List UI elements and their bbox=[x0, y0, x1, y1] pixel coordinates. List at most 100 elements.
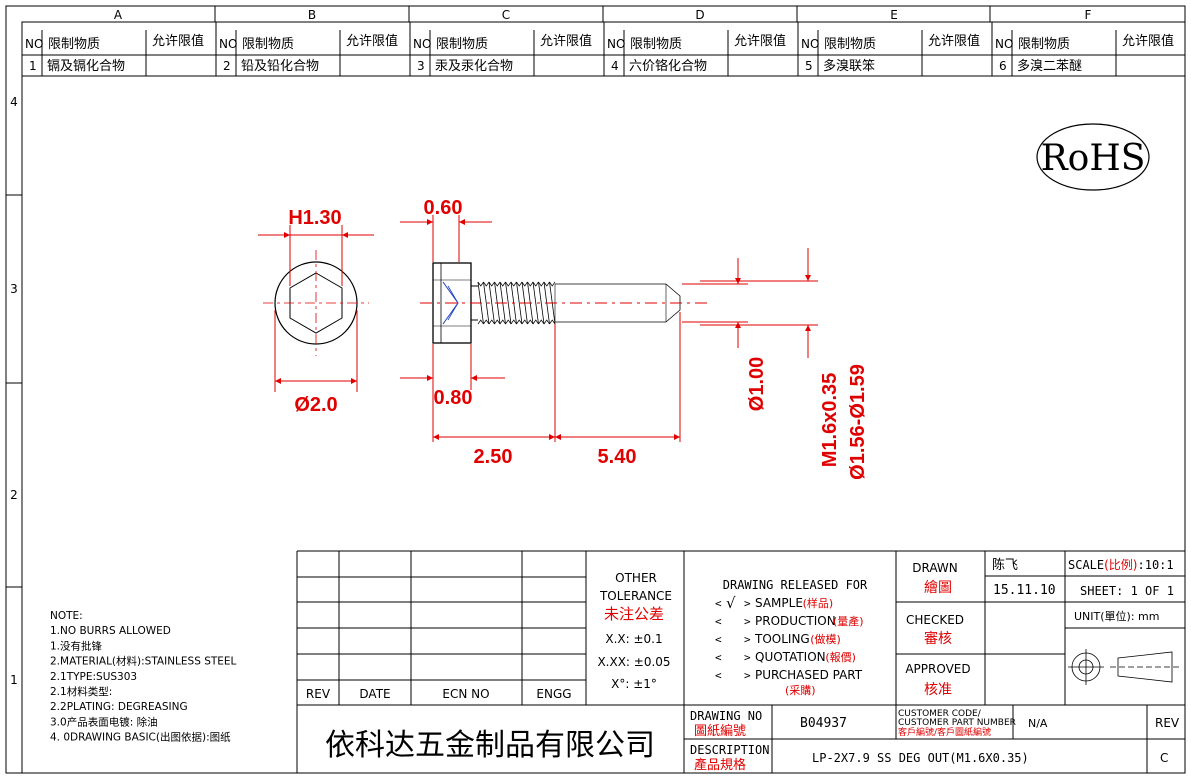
svg-text:3: 3 bbox=[10, 282, 18, 296]
dim-head-dia-label: Ø2.0 bbox=[294, 394, 337, 416]
note-line: NOTE: bbox=[50, 610, 83, 622]
dim-len2-label: 5.40 bbox=[598, 446, 637, 468]
svg-text:F: F bbox=[1085, 8, 1092, 22]
svg-text:圖紙編號: 圖紙編號 bbox=[694, 723, 746, 739]
svg-text:OTHER: OTHER bbox=[615, 571, 657, 585]
release-option: <>QUOTATION(報價) bbox=[715, 650, 856, 664]
svg-text:B04937: B04937 bbox=[800, 716, 847, 731]
svg-text:REV: REV bbox=[1155, 716, 1180, 730]
dim-head-dia bbox=[274, 310, 358, 392]
svg-text:15.11.10: 15.11.10 bbox=[993, 583, 1056, 598]
svg-text:核准: 核准 bbox=[924, 682, 952, 698]
substance-no: 4 bbox=[611, 59, 619, 73]
company-name: 依科达五金制品有限公司 bbox=[325, 728, 655, 763]
svg-text:<: < bbox=[715, 615, 722, 628]
svg-text:B: B bbox=[308, 8, 316, 22]
substance-name: 汞及汞化合物 bbox=[435, 59, 513, 74]
release-option-label: QUOTATION bbox=[755, 650, 826, 664]
svg-text:CUSTOMER CODE/: CUSTOMER CODE/ bbox=[898, 709, 982, 719]
svg-text:>: > bbox=[744, 651, 751, 664]
screw-side-view bbox=[432, 262, 681, 344]
substance-limit-header: 允许限值 bbox=[540, 33, 592, 49]
svg-text:DRAWN: DRAWN bbox=[912, 561, 958, 575]
svg-text:ENGG: ENGG bbox=[536, 687, 571, 701]
signoff-block: DRAWN 繪圖 陈飞 15.11.10 CHECKED 審核 APPROVED… bbox=[905, 557, 1055, 698]
revision-table: REV DATE ECN NO ENGG bbox=[306, 687, 572, 701]
release-option-cn: (量產) bbox=[833, 614, 864, 628]
release-option-cn: (做模) bbox=[810, 632, 841, 646]
title-block-grid bbox=[296, 550, 1185, 773]
note-line: 1.NO BURRS ALLOWED bbox=[50, 625, 171, 637]
tolerance-block: OTHER TOLERANCE 未注公差 X.X: ±0.1 X.XX: ±0.… bbox=[597, 571, 672, 691]
release-option-label: PURCHASED PART bbox=[755, 668, 863, 682]
note-line: 1.没有批锋 bbox=[50, 639, 103, 652]
substance-no-header: NO bbox=[995, 37, 1013, 51]
release-block: DRAWING RELEASED FOR <√>SAMPLE(样品)<>PROD… bbox=[715, 578, 868, 697]
substance-limit-header: 允许限值 bbox=[1122, 33, 1174, 49]
substance-no-header: NO bbox=[801, 37, 819, 51]
rohs-mark: RoHS bbox=[1036, 123, 1150, 191]
release-option-cn: (采購) bbox=[785, 683, 816, 697]
substance-name: 多溴二苯醚 bbox=[1017, 58, 1082, 74]
substance-name-header: 限制物质 bbox=[630, 37, 682, 52]
dim-thread-dia-label: Ø1.56-Ø1.59 bbox=[847, 364, 869, 480]
release-option: <>PURCHASED PART(采購) bbox=[715, 668, 863, 697]
svg-text:<: < bbox=[715, 597, 722, 610]
note-line: 3.0产品表面电镀: 除油 bbox=[50, 715, 158, 728]
substance-name-header: 限制物质 bbox=[824, 37, 876, 52]
svg-text:X.X: ±0.1: X.X: ±0.1 bbox=[605, 632, 662, 646]
svg-text:C: C bbox=[502, 8, 510, 22]
svg-text:X.XX: ±0.05: X.XX: ±0.05 bbox=[597, 655, 670, 669]
note-line: 2.1材料类型: bbox=[50, 685, 112, 698]
dim-thread-label: M1.6x0.35 bbox=[819, 373, 841, 468]
projection-symbol-icon bbox=[1068, 649, 1180, 685]
substance-no-header: NO bbox=[25, 37, 43, 51]
dim-hex-label: H1.30 bbox=[288, 207, 341, 229]
dim-len1-label: 2.50 bbox=[474, 446, 513, 468]
dim-lengths bbox=[433, 312, 681, 442]
svg-text:SHEET: 1 OF 1: SHEET: 1 OF 1 bbox=[1080, 584, 1174, 598]
svg-text:1: 1 bbox=[10, 673, 18, 687]
zone-column-labels: A B C D E F bbox=[114, 8, 1092, 22]
release-option-label: PRODUCTION bbox=[755, 614, 836, 628]
svg-text:D: D bbox=[695, 8, 704, 22]
substance-no-header: NO bbox=[413, 37, 431, 51]
svg-text:陈飞: 陈飞 bbox=[992, 557, 1018, 573]
svg-text:A: A bbox=[114, 8, 123, 22]
substance-name: 镉及镉化合物 bbox=[47, 58, 125, 74]
dim-head-len bbox=[400, 344, 505, 442]
svg-text:>: > bbox=[744, 597, 751, 610]
substance-name: 六价铬化合物 bbox=[629, 58, 707, 74]
substance-limit-header: 允许限值 bbox=[152, 33, 204, 49]
substance-no: 6 bbox=[999, 59, 1007, 73]
substance-name: 多溴联笨 bbox=[823, 58, 875, 74]
svg-text:<: < bbox=[715, 669, 722, 682]
dim-shank-dia-label: Ø1.00 bbox=[746, 357, 768, 411]
svg-text:DRAWING RELEASED FOR: DRAWING RELEASED FOR bbox=[723, 578, 868, 592]
svg-text:REV: REV bbox=[306, 687, 331, 701]
release-option-label: SAMPLE bbox=[755, 596, 803, 610]
release-option: <√>SAMPLE(样品) bbox=[715, 594, 833, 612]
rohs-text: RoHS bbox=[1041, 138, 1146, 179]
svg-text:UNIT(單位): mm: UNIT(單位): mm bbox=[1074, 609, 1159, 623]
note-line: 2.MATERIAL(材料):STAINLESS STEEL bbox=[50, 655, 237, 668]
release-option-cn: (報價) bbox=[825, 650, 856, 664]
release-option: <>PRODUCTION(量產) bbox=[715, 614, 864, 628]
note-line: 2.1TYPE:SUS303 bbox=[50, 671, 137, 683]
substance-no-header: NO bbox=[607, 37, 625, 51]
svg-text:N/A: N/A bbox=[1028, 717, 1048, 730]
svg-text:X°: ±1°: X°: ±1° bbox=[611, 677, 657, 691]
svg-text:LP-2X7.9 SS DEG OUT(M1.6X0.35): LP-2X7.9 SS DEG OUT(M1.6X0.35) bbox=[812, 751, 1029, 765]
svg-text:4: 4 bbox=[10, 95, 18, 109]
svg-text:CUSTOMER PART NUMBER: CUSTOMER PART NUMBER bbox=[898, 718, 1016, 728]
svg-text:2: 2 bbox=[10, 488, 18, 502]
note-line: 4. 0DRAWING BASIC(出图依据):图纸 bbox=[50, 731, 231, 744]
